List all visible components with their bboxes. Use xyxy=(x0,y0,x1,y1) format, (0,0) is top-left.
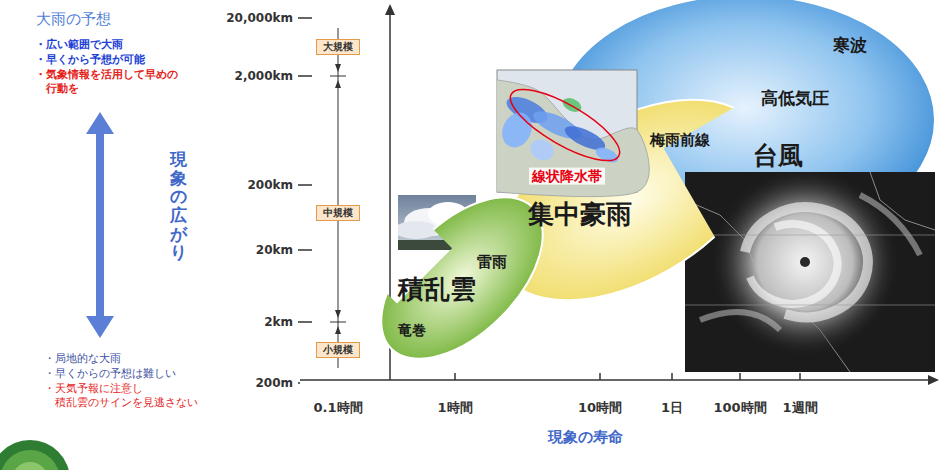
scale-label: 中規模 xyxy=(323,207,353,219)
y-axis-head xyxy=(385,4,395,15)
axis-tick-label: 2km xyxy=(264,315,293,329)
scale-bar xyxy=(330,28,346,368)
note: ・局地的な大雨 xyxy=(44,352,121,365)
axis-tick-label: 1日 xyxy=(661,400,683,416)
phenomenon-label: 集中豪雨 xyxy=(528,199,632,230)
phenomenon-label: 梅雨前線 xyxy=(650,131,710,149)
phenomenon-label: 高低気圧 xyxy=(761,88,829,108)
phenomenon-label: 台風 xyxy=(753,141,803,171)
scale-box: 中規模 xyxy=(316,205,360,221)
y-ticks xyxy=(298,18,312,383)
axis-tick-label: 1週間 xyxy=(782,400,817,416)
ellipse-shape xyxy=(352,168,571,387)
small-scale-ellipse: 積乱雲雷雨竜巻 xyxy=(379,195,545,361)
note: ・気象情報を活用して早めの 行動を xyxy=(35,68,196,97)
scale-bar-heads xyxy=(335,64,341,334)
axis-title: 現象の広がり xyxy=(170,150,187,262)
corner-illustration xyxy=(0,440,70,470)
x-axis-head xyxy=(928,375,939,385)
scale-label: 小規模 xyxy=(323,344,353,356)
axis-tick-label: 100時間 xyxy=(713,400,766,416)
axis-tick-label: 200m xyxy=(255,376,293,390)
note: ・広い範囲で大雨 xyxy=(35,38,123,51)
axis-tick-label: 0.1時間 xyxy=(313,400,362,416)
x-ticks xyxy=(455,373,800,380)
scale-label: 大規模 xyxy=(323,41,353,53)
radar-image: 線状降水帯 xyxy=(497,70,637,192)
axis-tick-label: 20,000km xyxy=(226,11,293,25)
note: ・早くから予想が可能 xyxy=(35,53,145,66)
phenomenon-label: 寒波 xyxy=(833,35,867,55)
axis-title: 現象の寿命 xyxy=(548,428,623,446)
scale-box: 大規模 xyxy=(316,39,360,55)
axis-tick-label: 10時間 xyxy=(578,400,622,416)
x-axis xyxy=(300,379,930,381)
chart-title: 大雨の予想 xyxy=(36,10,111,28)
phenomenon-label: 竜巻 xyxy=(398,322,426,339)
double-arrow xyxy=(86,112,114,338)
axis-tick-label: 2,000km xyxy=(235,69,293,83)
axis-tick-label: 20km xyxy=(256,243,293,257)
phenomenon-label: 雷雨 xyxy=(477,253,507,271)
scale-box: 小規模 xyxy=(316,342,360,358)
axis-tick-label: 1時間 xyxy=(437,400,472,416)
axis-tick-label: 200km xyxy=(247,178,293,192)
note: ・早くからの予想は難しい xyxy=(44,367,176,380)
phenomenon-label: 積乱雲 xyxy=(398,274,476,305)
image-caption: 線状降水帯 xyxy=(529,168,605,185)
note: ・天気予報に注意し 積乱雲のサインを見逃さない xyxy=(44,382,205,409)
